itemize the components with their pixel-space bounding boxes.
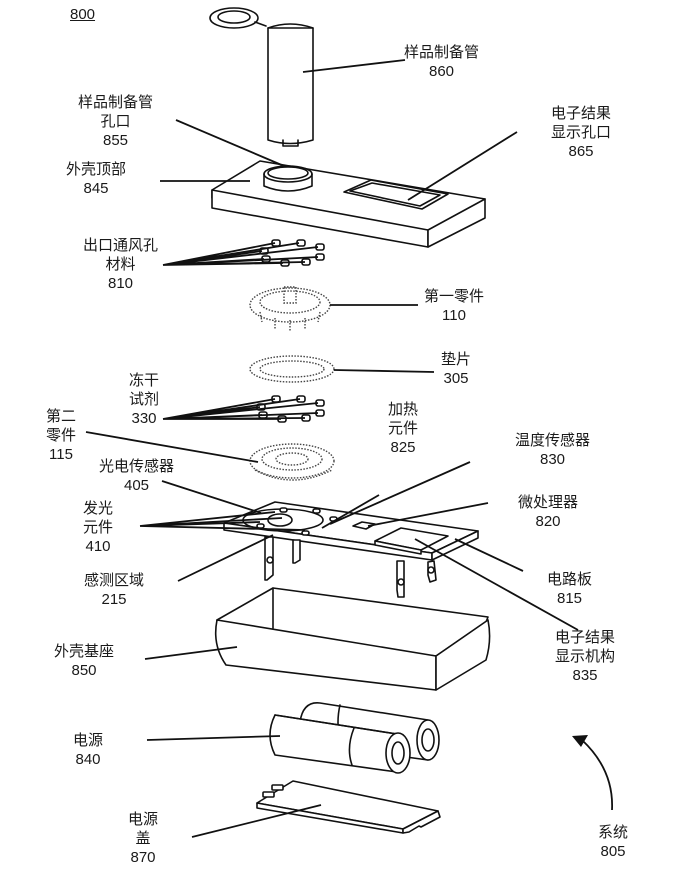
- circuit-board: [223, 501, 479, 598]
- system-arrow: [572, 735, 613, 811]
- housing-top: [211, 160, 486, 248]
- housing-base: [214, 587, 491, 691]
- second-part: [249, 443, 335, 481]
- first-part: [249, 286, 331, 332]
- power-cover: [256, 780, 441, 834]
- power-source: [269, 702, 440, 774]
- figure-number: 800: [70, 6, 96, 23]
- leader-lines: [85, 59, 579, 838]
- gasket: [249, 355, 335, 383]
- sample-prep-tube: [209, 7, 314, 147]
